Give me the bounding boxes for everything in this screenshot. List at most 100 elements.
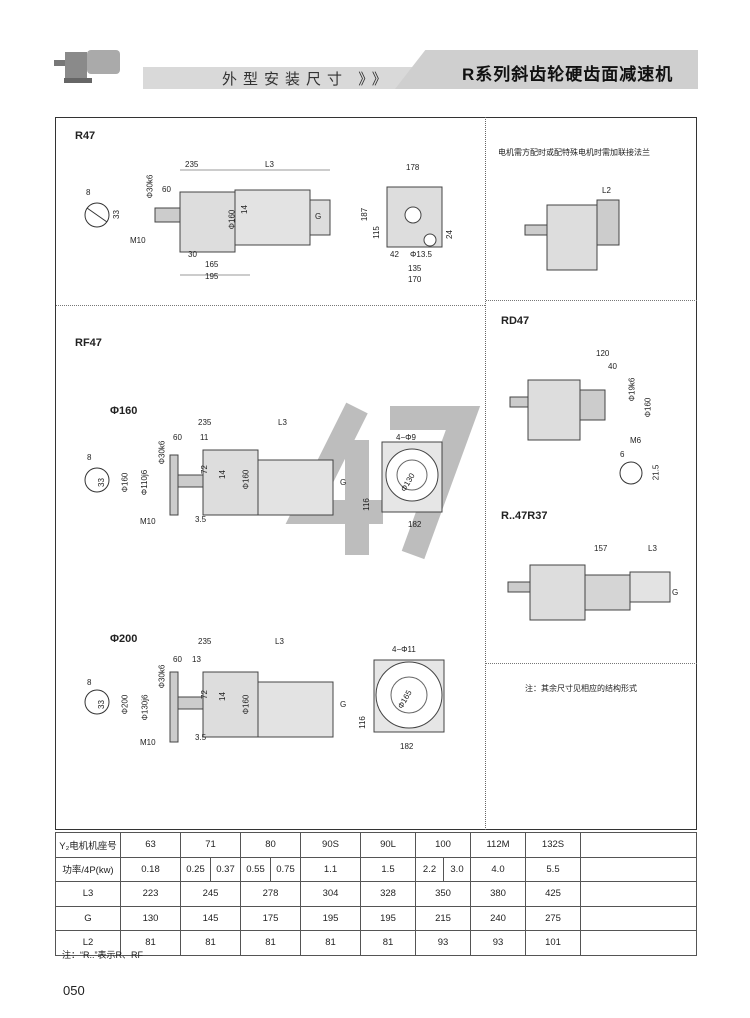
r47r37-label: R..47R37 [501,510,548,522]
table-cell: 175 [240,905,301,931]
dim-label: Φ13.5 [410,250,432,259]
row-header: Y₂电机机座号 [55,832,121,858]
dim-label: 120 [596,349,610,358]
dim-label: 8 [87,678,92,687]
table-cell: 0.37 [210,856,241,882]
dim-label: Φ160 [241,694,251,715]
dim-label: G [340,478,347,487]
dim-label: Φ30k6 [157,440,167,465]
rf47-label: RF47 [75,337,102,349]
table-cell [580,905,697,931]
rf47-phi200-label: Φ200 [110,633,138,645]
table-cell: 278 [240,881,301,907]
divider [486,663,697,664]
table-cell: 195 [360,905,416,931]
dim-label: Φ130j6 [140,694,150,721]
dim-label: 11 [200,433,209,442]
table-cell [580,832,697,858]
dim-label: 195 [205,272,219,281]
dim-label: M10 [130,236,146,245]
dim-label: 157 [594,544,608,553]
dim-label: Φ110j6 [140,469,150,496]
dim-label: 72 [199,690,209,699]
table-cell: 3.0 [443,856,471,882]
dim-label: M6 [630,436,642,445]
dim-label: Φ30k6 [145,174,155,199]
chevrons-icon: 》》 [358,71,393,88]
dim-label: 42 [390,250,399,259]
table-cell: 304 [300,881,361,907]
dim-label: 60 [173,433,182,442]
divider [56,305,485,306]
table-cell: 101 [525,930,581,956]
dim-label: G [672,588,679,597]
dim-label: Φ160 [227,209,237,230]
dim-label: 235 [198,418,212,427]
dim-label: M10 [140,738,156,747]
dim-label: 135 [408,264,422,273]
table-cell: 425 [525,881,581,907]
dim-label: L2 [602,186,611,195]
table-cell: 195 [300,905,361,931]
table-cell: 5.5 [525,856,581,882]
dim-label: L3 [265,160,274,169]
table-cell: 4.0 [470,856,526,882]
gearmotor-thumbnail [54,50,120,83]
dim-label: 33 [111,210,121,219]
dim-label: Φ160 [120,472,130,493]
header-title-band [395,50,698,89]
dim-label: 182 [408,520,422,529]
table-cell [580,930,697,956]
table-cell: 1.5 [360,856,416,882]
row-header: L2 [55,930,121,956]
dim-label: 116 [361,498,371,511]
table-footnote: 注：“R..”表示R、RF [62,950,143,960]
dim-label: 178 [406,163,420,172]
table-cell: 0.55 [240,856,271,882]
dim-label: 72 [199,465,209,474]
r47-label: R47 [75,130,96,142]
dim-label: L3 [275,637,284,646]
dim-label: 14 [239,205,249,214]
dim-label: Φ200 [120,694,130,715]
page-title: R系列斜齿轮硬齿面减速机 [462,65,674,84]
table-cell: 81 [360,930,416,956]
dim-label: 33 [96,700,106,709]
dim-label: 170 [408,275,422,284]
table-cell: 215 [415,905,471,931]
table-cell: 100 [415,832,471,858]
table-cell [580,881,697,907]
dim-label: 4−Φ11 [392,645,416,654]
dim-label: 116 [357,716,367,729]
table-cell: 2.2 [415,856,444,882]
dim-label: Φ19k6 [627,377,637,402]
r-flange-drawing [524,199,620,271]
row-header: G [55,905,121,931]
table-cell: 0.25 [180,856,211,882]
dim-label: 3.5 [195,515,207,524]
table-cell: 81 [300,930,361,956]
dim-label: 14 [217,692,227,701]
table-cell [580,856,697,882]
section-subtitle: 外型安装尺寸 》》 [222,68,393,89]
dim-label: L3 [278,418,287,427]
table-cell: 90S [300,832,361,858]
dim-label: 60 [162,185,171,194]
rd47-drawing [509,379,606,441]
rf47-phi160-side-drawing [84,449,334,516]
rd47-label: RD47 [501,315,530,327]
table-cell: 0.75 [270,856,301,882]
r47-end-drawing [386,186,443,248]
dim-label: 6 [620,450,625,459]
dim-label: L3 [648,544,657,553]
table-cell: 0.18 [120,856,181,882]
divider [486,300,697,301]
dim-label: 8 [87,453,92,462]
table-cell: 380 [470,881,526,907]
dim-label: 13 [192,655,201,664]
table-cell: 132S [525,832,581,858]
dim-label: G [340,700,347,709]
